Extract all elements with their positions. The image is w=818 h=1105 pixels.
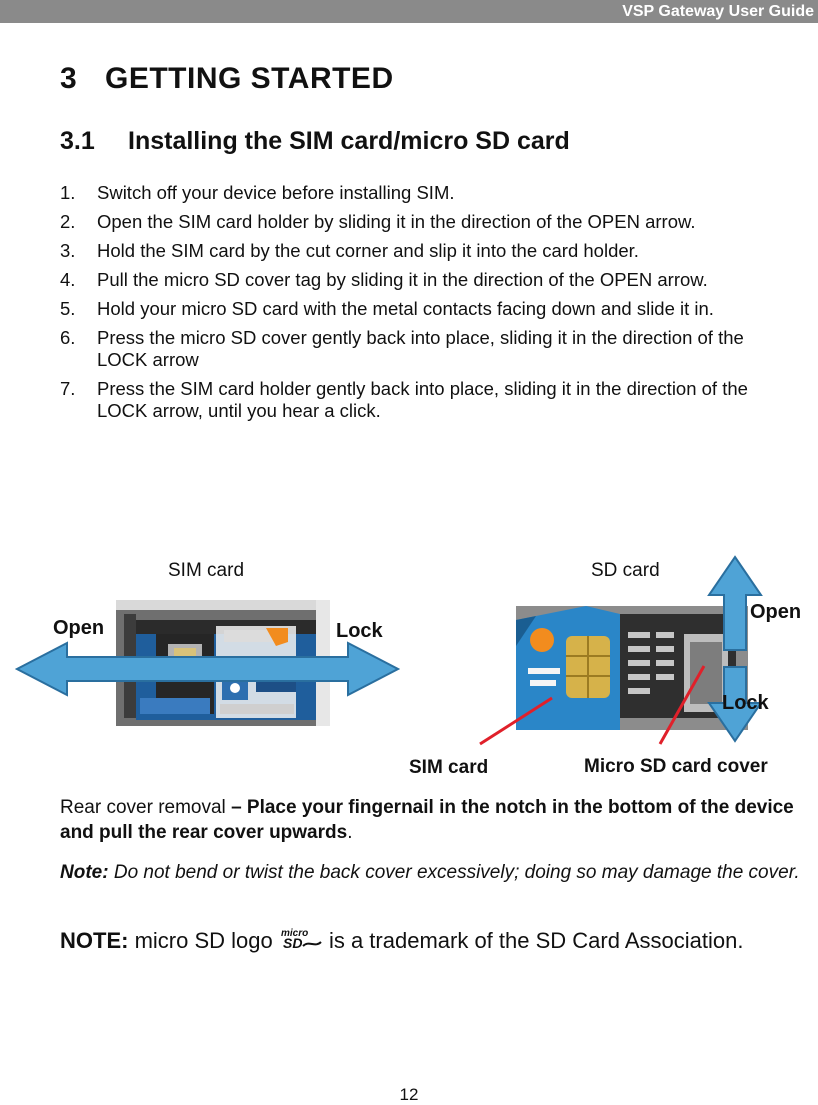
section-title: Installing the SIM card/micro SD card bbox=[128, 127, 570, 155]
step-item: 7. Press the SIM card holder gently back … bbox=[60, 378, 790, 422]
step-number: 4. bbox=[60, 269, 76, 290]
step-text: Hold your micro SD card with the metal c… bbox=[97, 298, 714, 319]
step-text: Switch off your device before installing… bbox=[97, 182, 455, 203]
arrow-up-icon bbox=[707, 555, 763, 651]
chapter-number: 3 bbox=[60, 62, 78, 95]
step-text: Press the micro SD cover gently back int… bbox=[97, 327, 744, 370]
svg-text:SD: SD bbox=[283, 935, 302, 950]
rear-cover-instruction: – Place your fingernail in the notch in … bbox=[60, 797, 794, 843]
sim-open-label: Open bbox=[53, 617, 105, 639]
sd-open-label: Open bbox=[750, 601, 802, 623]
step-number: 7. bbox=[60, 378, 76, 399]
step-item: 6. Press the micro SD cover gently back i… bbox=[60, 327, 790, 371]
step-item: 5. Hold your micro SD card with the metal… bbox=[60, 298, 790, 320]
step-item: 4. Pull the micro SD cover tag by sliding… bbox=[60, 269, 790, 291]
sim-card-callout-line bbox=[479, 696, 553, 746]
sd-slot-photo bbox=[516, 606, 748, 730]
step-number: 5. bbox=[60, 298, 76, 319]
step-number: 2. bbox=[60, 211, 76, 232]
sd-figure-caption: SD card bbox=[591, 560, 660, 581]
step-number: 3. bbox=[60, 240, 76, 261]
sd-open-lock-arrows bbox=[707, 555, 763, 743]
step-item: 1. Switch off your device before installi… bbox=[60, 182, 790, 204]
step-number: 6. bbox=[60, 327, 76, 348]
note-label: Note: bbox=[60, 862, 109, 883]
trademark-text-after: is a trademark of the SD Card Associatio… bbox=[322, 928, 744, 953]
step-text: Hold the SIM card by the cut corner and … bbox=[97, 240, 639, 261]
section-heading: 3.1 Installing the SIM card/micro SD card bbox=[60, 127, 570, 156]
sim-open-lock-arrow bbox=[15, 641, 400, 697]
running-header: VSP Gateway User Guide bbox=[0, 0, 818, 23]
trademark-text-before: micro SD logo bbox=[128, 928, 279, 953]
rear-cover-lead: Rear cover removal bbox=[60, 797, 232, 818]
note-paragraph: Note: Do not bend or twist the back cove… bbox=[60, 860, 805, 885]
chapter-heading: 3 GETTING STARTED bbox=[60, 62, 394, 96]
rear-cover-paragraph: Rear cover removal – Place your fingerna… bbox=[60, 795, 805, 845]
step-number: 1. bbox=[60, 182, 76, 203]
step-item: 2. Open the SIM card holder by sliding it… bbox=[60, 211, 790, 233]
installation-steps: 1. Switch off your device before installi… bbox=[60, 182, 790, 429]
rear-cover-end: . bbox=[347, 822, 353, 843]
page-number: 12 bbox=[399, 1085, 419, 1104]
step-item: 3. Hold the SIM card by the cut corner an… bbox=[60, 240, 790, 262]
double-arrow-icon bbox=[15, 641, 400, 697]
note-text: Do not bend or twist the back cover exce… bbox=[108, 862, 800, 883]
sd-cover-callout-line bbox=[658, 665, 706, 745]
micro-sd-cover-callout-label: Micro SD card cover bbox=[584, 756, 768, 777]
sd-slot-illustration bbox=[516, 606, 748, 730]
trademark-label: NOTE: bbox=[60, 928, 129, 953]
svg-text:micro: micro bbox=[281, 928, 308, 939]
step-text: Open the SIM card holder by sliding it i… bbox=[97, 211, 696, 232]
chapter-title: GETTING STARTED bbox=[105, 62, 394, 95]
sim-figure-caption: SIM card bbox=[168, 560, 245, 581]
section-number: 3.1 bbox=[60, 127, 95, 155]
sim-lock-label: Lock bbox=[336, 620, 383, 642]
arrow-down-icon bbox=[707, 666, 763, 743]
sim-card-callout-label: SIM card bbox=[409, 757, 489, 778]
step-text: Press the SIM card holder gently back in… bbox=[97, 378, 748, 421]
callout-lines bbox=[479, 665, 706, 746]
sd-lock-label: Lock bbox=[722, 692, 769, 714]
step-text: Pull the micro SD cover tag by sliding i… bbox=[97, 269, 708, 290]
